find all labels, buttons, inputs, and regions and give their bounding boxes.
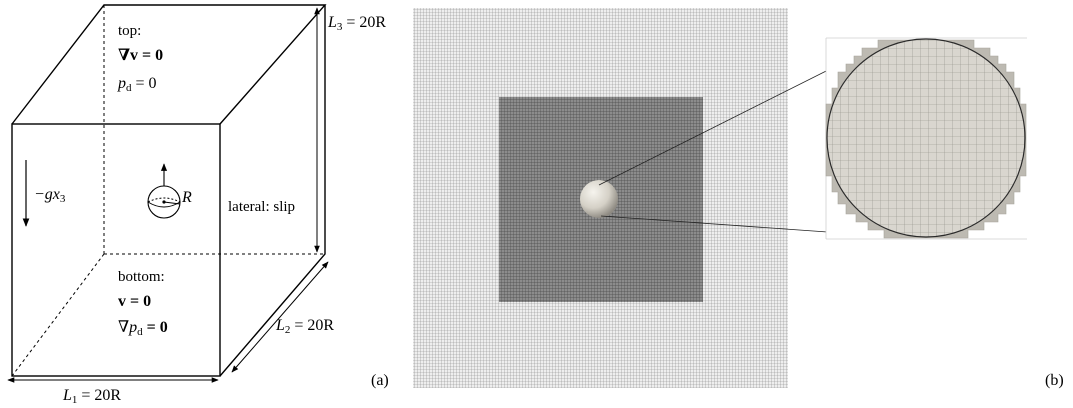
- box-front-face: [11, 123, 221, 377]
- top-eq-pressure: pd = 0: [118, 75, 157, 94]
- bottom-heading: bottom:: [118, 269, 165, 285]
- sphere-radius-label: R: [182, 189, 192, 206]
- dim-L1-label: L1 = 20R: [63, 387, 122, 406]
- top-heading: top:: [118, 23, 142, 39]
- hidden-edge-diagonal: [11, 253, 105, 377]
- box-top-face: [11, 4, 327, 125]
- bottom-eq-pressure-gradient: ∇pd = 0: [118, 319, 168, 338]
- dim-L3-label: L3 = 20R: [328, 14, 387, 33]
- dim-L2-line: [231, 261, 329, 373]
- panel-b-tag: (b): [1045, 372, 1064, 389]
- sphere-icon: [147, 163, 181, 219]
- gravity-label: −gx3: [34, 186, 66, 205]
- dim-L2-label: L2 = 20R: [276, 317, 335, 336]
- top-eq-divergence: ∇v = 0: [118, 47, 164, 64]
- zoom-inset: [825, 37, 1027, 240]
- bottom-eq-velocity: v = 0: [118, 293, 152, 310]
- panel-a-tag: (a): [371, 372, 389, 389]
- mesh-sphere: [580, 180, 618, 218]
- lateral-label: lateral: slip: [228, 199, 296, 215]
